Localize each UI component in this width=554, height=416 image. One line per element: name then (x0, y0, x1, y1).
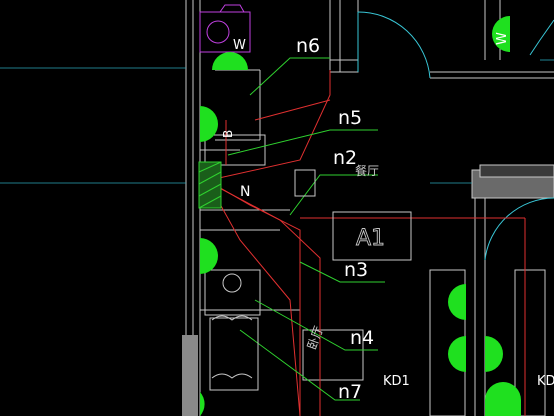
circuit-label-n5: n5 (338, 107, 362, 129)
outlets (200, 16, 521, 416)
fixtures (209, 164, 554, 391)
washer-appliance (199, 4, 251, 53)
circuit-label-n4: n4 (350, 327, 374, 349)
doors (357, 11, 554, 261)
labels: n6 n5 n2 n3 n4 n7 餐厅 卧厅 N A1 W W B KD1 K… (221, 32, 554, 403)
room-label-dining: 餐厅 (355, 163, 379, 178)
circuit-label-n3: n3 (344, 259, 368, 281)
outlet-symbol (212, 52, 248, 70)
outlet-symbol (492, 16, 510, 52)
guide-lines (0, 59, 554, 184)
outlet-symbol (448, 336, 466, 372)
area-label: A1 (356, 226, 385, 251)
outlet-label-w-right: W (495, 32, 510, 45)
outlet-label-w-left: W (233, 38, 246, 53)
outlet-symbol (200, 392, 205, 416)
outlet-symbol (200, 106, 218, 142)
circuit-label-n7: n7 (338, 381, 362, 403)
circuit-label-n2: n2 (333, 147, 357, 169)
panel-label: N (240, 184, 250, 200)
outlet-symbol (485, 336, 503, 372)
kd-label-2: KD (537, 374, 554, 389)
kd-label-1: KD1 (383, 374, 410, 389)
electrical-panel (198, 161, 222, 209)
outlet-symbol (448, 284, 466, 320)
circuit-label-n6: n6 (296, 35, 320, 57)
outlet-symbol (200, 238, 218, 274)
wiring (209, 70, 526, 416)
outlet-symbol (485, 382, 521, 416)
outlet-label-b: B (221, 130, 235, 138)
leader-lines (227, 57, 385, 401)
